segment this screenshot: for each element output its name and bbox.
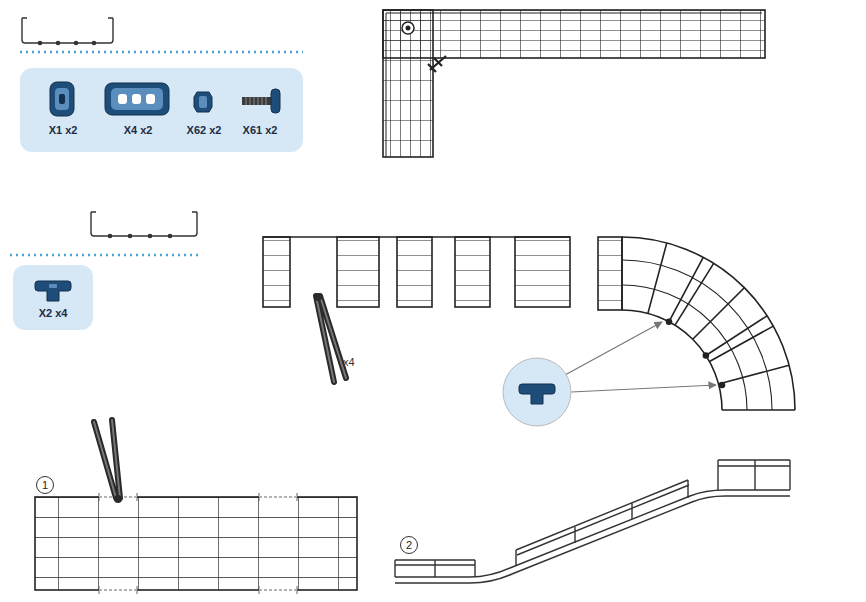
tray-section-icon	[22, 18, 113, 45]
part-label: X2 x4	[39, 307, 68, 319]
parts-panel	[13, 265, 93, 330]
callout-number: 1	[42, 479, 48, 491]
straight-tray	[35, 493, 357, 594]
parts-panel: X2 x4	[13, 265, 93, 330]
tray-section-icon	[91, 212, 197, 238]
part-label: X62 x2	[187, 124, 222, 136]
cut-tray	[263, 237, 570, 307]
callout-number: 2	[406, 539, 412, 551]
wire-cutter	[314, 293, 346, 382]
callout-circle: 1	[36, 476, 54, 494]
dotted-rule	[20, 51, 303, 53]
parts-panel: X1 x2 X4 x2 X62 x2 X61 x2	[20, 68, 303, 152]
corner-tray	[383, 10, 765, 157]
callout-circle: 2	[400, 536, 418, 554]
quantity-label: x4	[343, 356, 355, 368]
part-label: X4 x2	[124, 124, 153, 136]
wire-cutter	[94, 420, 122, 503]
parts-panel	[20, 68, 303, 152]
part-label: X61 x2	[243, 124, 278, 136]
curved-tray	[598, 237, 795, 410]
dotted-rule	[10, 254, 200, 256]
ramp-tray	[395, 460, 790, 583]
x2-icon	[35, 281, 71, 301]
part-label: X1 x2	[49, 124, 78, 136]
part-icons	[50, 82, 280, 116]
x2-callout	[503, 322, 716, 426]
